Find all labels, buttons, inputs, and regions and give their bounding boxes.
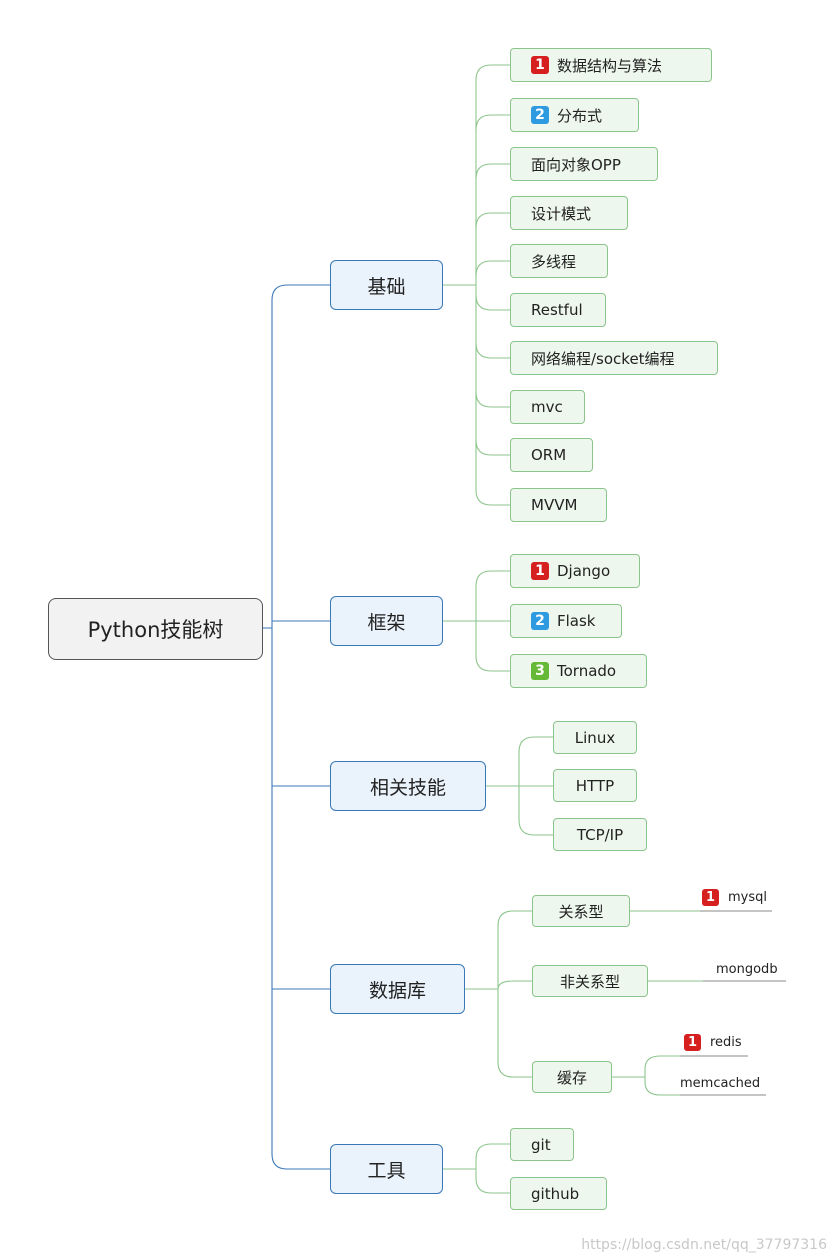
leaf-node[interactable]: 1 数据结构与算法	[510, 48, 712, 82]
leaf-node[interactable]: 关系型	[532, 895, 630, 927]
subtopic-mongodb[interactable]: mongodb	[716, 962, 778, 977]
leaf-node[interactable]: HTTP	[553, 769, 637, 802]
subtopic-label: mysql	[728, 890, 767, 905]
leaf-node[interactable]: ORM	[510, 438, 593, 472]
priority-3-icon: 3	[531, 662, 549, 680]
leaf-node[interactable]: 缓存	[532, 1061, 612, 1093]
leaf-label: 设计模式	[531, 204, 592, 223]
leaf-node[interactable]: mvc	[510, 390, 585, 424]
leaf-node[interactable]: 2 分布式	[510, 98, 639, 132]
leaf-node[interactable]: Linux	[553, 721, 637, 754]
branch-node-basics[interactable]: 基础	[330, 260, 443, 310]
root-node[interactable]: Python技能树	[48, 598, 263, 660]
priority-1-icon: 1	[531, 562, 549, 580]
subtopic-redis[interactable]: 1 redis	[684, 1034, 742, 1051]
leaf-label: TCP/IP	[576, 825, 624, 844]
leaf-node[interactable]: 设计模式	[510, 196, 628, 230]
leaf-node[interactable]: MVVM	[510, 488, 607, 522]
leaf-node[interactable]: 面向对象OPP	[510, 147, 658, 181]
leaf-label: 面向对象OPP	[531, 155, 621, 174]
branch-node-frameworks[interactable]: 框架	[330, 596, 443, 646]
leaf-label: 网络编程/socket编程	[531, 349, 675, 368]
priority-1-icon: 1	[684, 1034, 701, 1051]
subtopic-memcached[interactable]: memcached	[680, 1076, 760, 1091]
leaf-label: 多线程	[531, 252, 577, 271]
leaf-label: Tornado	[557, 662, 617, 680]
branch-node-database[interactable]: 数据库	[330, 964, 465, 1014]
branch-node-related-skills[interactable]: 相关技能	[330, 761, 486, 811]
leaf-node[interactable]: 2 Flask	[510, 604, 622, 638]
leaf-label: 数据结构与算法	[557, 56, 663, 75]
leaf-node[interactable]: 网络编程/socket编程	[510, 341, 718, 375]
leaf-label: ORM	[531, 446, 567, 464]
leaf-label: mvc	[531, 398, 563, 416]
leaf-label: 缓存	[556, 1068, 587, 1087]
leaf-node[interactable]: Restful	[510, 293, 606, 327]
subtopic-label: memcached	[680, 1076, 761, 1091]
leaf-label: MVVM	[531, 496, 578, 514]
subtopic-label: mongodb	[716, 962, 778, 977]
subtopic-mysql[interactable]: 1 mysql	[702, 889, 767, 906]
leaf-label: Restful	[531, 301, 583, 319]
subtopic-label: redis	[710, 1035, 742, 1050]
leaf-node[interactable]: git	[510, 1128, 574, 1161]
priority-1-icon: 1	[702, 889, 719, 906]
branch-node-tools[interactable]: 工具	[330, 1144, 443, 1194]
leaf-node[interactable]: TCP/IP	[553, 818, 647, 851]
leaf-label: HTTP	[575, 776, 615, 795]
leaf-label: Linux	[574, 728, 616, 747]
leaf-label: 分布式	[557, 106, 603, 125]
leaf-node[interactable]: 3 Tornado	[510, 654, 647, 688]
leaf-label: git	[531, 1135, 551, 1154]
leaf-label: 关系型	[558, 902, 604, 921]
leaf-node[interactable]: github	[510, 1177, 607, 1210]
leaf-label: Django	[557, 562, 611, 580]
leaf-node[interactable]: 非关系型	[532, 965, 648, 997]
leaf-node[interactable]: 多线程	[510, 244, 608, 278]
leaf-label: 非关系型	[559, 972, 620, 991]
leaf-node[interactable]: 1 Django	[510, 554, 640, 588]
leaf-label: github	[531, 1184, 580, 1203]
watermark-text: https://blog.csdn.net/qq_37797316	[581, 1237, 827, 1253]
priority-2-icon: 2	[531, 106, 549, 124]
priority-1-icon: 1	[531, 56, 549, 74]
leaf-label: Flask	[557, 612, 596, 630]
priority-2-icon: 2	[531, 612, 549, 630]
